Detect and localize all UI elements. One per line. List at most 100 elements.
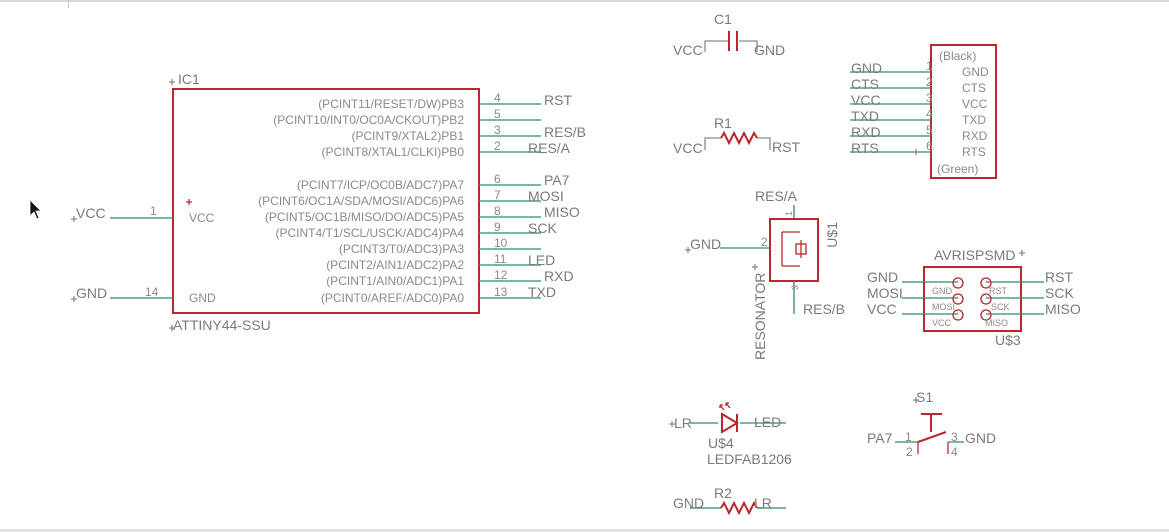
led-emission-arrows	[719, 402, 731, 411]
pin-number: 9	[494, 220, 501, 234]
r1-leads	[704, 137, 771, 150]
resonator-value: RESONATOR	[752, 273, 768, 360]
ftdi-pin-label: CTS	[962, 81, 986, 95]
avrisp-right-net: MISO	[1045, 301, 1081, 317]
r1-zigzag	[720, 130, 758, 146]
r2-left-net: GND	[673, 495, 704, 511]
ftdi-marker	[913, 149, 919, 155]
ic1-pin-label-pb1: (PCINT9/XTAL2)PB1	[352, 129, 465, 143]
c1-left-net: VCC	[673, 42, 703, 58]
r2-resistor[interactable]: R2 GND LR	[673, 485, 786, 516]
ftdi-pin-label: RXD	[962, 129, 988, 143]
avrisp-value: AVRISPSMD	[934, 247, 1015, 263]
c1-capacitor[interactable]: C1 VCC GND	[673, 11, 785, 58]
net-label-rst: RST	[544, 92, 572, 108]
ftdi-net: CTS	[851, 76, 879, 92]
pin-number: 3	[494, 123, 501, 137]
net-marker	[685, 247, 691, 253]
avrisp-marker	[1019, 250, 1025, 256]
net-marker	[669, 421, 675, 427]
ftdi-net: TXD	[851, 108, 879, 124]
ic1-right-pin-numbers: 4 5 3 2 6 7 8 9 10 11 12 13	[494, 91, 508, 299]
led-diode-symbol	[721, 412, 739, 434]
avrisp-pad	[980, 293, 992, 305]
ic1-value: ATTINY44-SSU	[173, 317, 271, 333]
led-right-net: LED	[754, 414, 781, 430]
led-value: LEDFAB1206	[707, 451, 792, 467]
ftdi-header[interactable]: (Black) (Green) GND CTS VCC TXD RXD RTS …	[850, 44, 997, 179]
ic1-right-pin-wires	[479, 103, 541, 299]
resonator-marker	[752, 264, 758, 270]
pin-number: 7	[494, 188, 501, 202]
ic1-right-net-labels: RST RES/B RES/A PA7 MOSI MISO SCK LED RX…	[528, 92, 586, 300]
ic1-pin-label-pa2: (PCINT2/AIN1/ADC2)PA2	[326, 258, 464, 272]
avrisp-header[interactable]: AVRISPSMD U$3 GND MOSI VCC RST SCK MISO …	[867, 247, 1081, 348]
ic1-right-pin-labels: (PCINT11/RESET/DW)PB3 (PCINT10/INT0/OC0A…	[258, 97, 464, 305]
ftdi-top-label: (Black)	[939, 49, 976, 63]
ftdi-net: GND	[851, 60, 882, 76]
resonator-left-net: GND	[690, 236, 721, 252]
avrisp-right-net: RST	[1045, 269, 1073, 285]
ftdi-pin-number: 5	[926, 123, 933, 137]
ic1-pin-label-pa0: (PCINT0/AREF/ADC0)PA0	[321, 291, 464, 305]
resonator-pin-2: 2	[761, 235, 768, 249]
ftdi-pin-label: RTS	[962, 145, 986, 159]
resonator[interactable]: RES/A 1 2 GND 3 RES/B U$1 RESONATOR	[685, 188, 845, 360]
avrisp-name: U$3	[995, 332, 1021, 348]
ic1-pin-label-pa1: (PCINT1/AIN0/ADC1)PA1	[326, 274, 464, 288]
net-label-sck: SCK	[528, 220, 557, 236]
pin-number: 4	[494, 91, 501, 105]
net-label-miso: MISO	[544, 204, 580, 220]
avrisp-left-net: VCC	[867, 301, 897, 317]
ic1-symbol[interactable]: IC1 ATTINY44-SSU 1 VCC VCC 14 GND GND (P…	[71, 71, 586, 333]
ic1-pin-label-pb3: (PCINT11/RESET/DW)PB3	[318, 97, 464, 111]
c1-name: C1	[714, 11, 732, 27]
switch-pin: 1	[905, 430, 912, 444]
avrisp-body[interactable]	[923, 266, 1022, 332]
net-label-mosi: MOSI	[528, 188, 564, 204]
avrisp-inner-label: SCK	[991, 302, 1010, 312]
avrisp-pad	[952, 293, 964, 305]
top-border	[0, 0, 1169, 2]
ic1-pin-label-pb2: (PCINT10/INT0/OC0A/CKOUT)PB2	[273, 113, 464, 127]
ftdi-pin-number: 2	[926, 75, 933, 89]
resonator-bottom-net: RES/B	[803, 301, 845, 317]
pin-number: 6	[494, 172, 501, 186]
r2-right-net: LR	[754, 495, 772, 511]
avrisp-inner-label: MOSI	[932, 302, 955, 312]
mouse-cursor-icon	[29, 199, 42, 220]
ftdi-pin-wires	[850, 71, 931, 153]
net-label-pa7: PA7	[544, 172, 570, 188]
ic1-pin-label-pa7: (PCINT7/ICP/OC0B/ADC7)PA7	[297, 178, 464, 192]
ic1-name: IC1	[178, 71, 200, 87]
ic1-origin-marker	[169, 79, 175, 85]
resonator-body[interactable]	[769, 218, 819, 282]
led[interactable]: LR LED U$4 LEDFAB1206	[669, 402, 792, 467]
pin-number: 13	[494, 285, 508, 299]
resonator-pin-3: 3	[790, 285, 800, 290]
r2-name: R2	[714, 485, 732, 501]
switch-pin: 2	[906, 445, 913, 459]
net-marker	[71, 296, 77, 302]
ftdi-pin-label: VCC	[962, 97, 988, 111]
ic1-value-marker	[169, 325, 175, 331]
avrisp-pad	[952, 277, 964, 289]
net-label-rxd: RXD	[544, 268, 574, 284]
switch-pin: 3	[951, 430, 958, 444]
ftdi-body[interactable]	[930, 44, 997, 179]
r1-resistor[interactable]: R1 VCC RST	[673, 115, 800, 156]
switch-name: S1	[916, 389, 933, 405]
avrisp-left-wires	[902, 281, 958, 315]
net-label-res-b: RES/B	[544, 124, 586, 140]
bottom-scrollbar[interactable]	[0, 529, 1169, 532]
resonator-name: U$1	[824, 222, 840, 248]
net-marker	[913, 397, 919, 403]
ic1-pin-label-pa4: (PCINT4/T1/SCL/USCK/ADC4)PA4	[276, 226, 465, 240]
ftdi-bottom-label: (Green)	[937, 162, 978, 176]
r1-left-net: VCC	[673, 140, 703, 156]
ftdi-pin-number: 3	[926, 91, 933, 105]
pin-number: 11	[494, 252, 507, 266]
r2-zigzag	[720, 500, 758, 516]
switch-s1[interactable]: S1 1 2 3 4 PA7 GND	[867, 389, 996, 459]
